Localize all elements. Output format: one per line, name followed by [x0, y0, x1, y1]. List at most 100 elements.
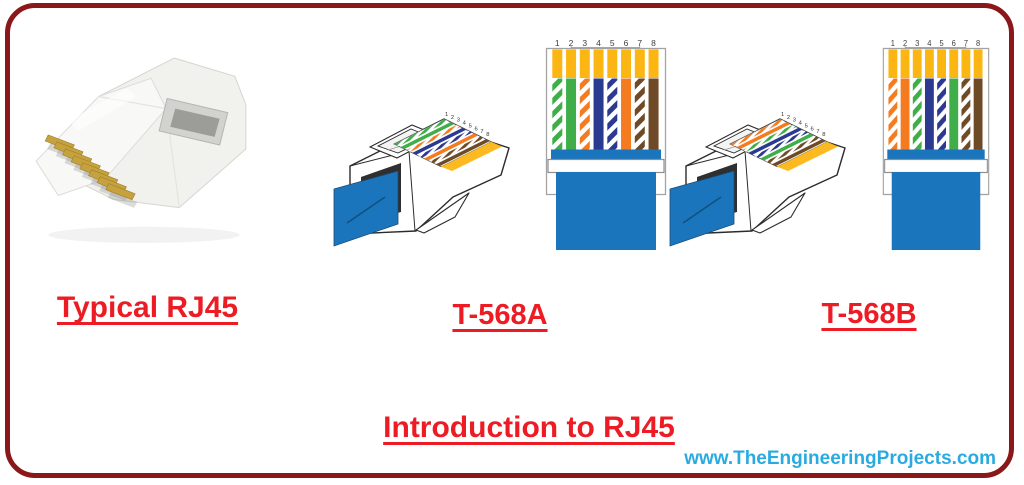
svg-text:7: 7 [480, 129, 483, 135]
svg-text:7: 7 [637, 38, 642, 48]
wire-5 [607, 78, 618, 150]
t568b-label: T-568B [821, 298, 917, 330]
wire-1 [552, 78, 563, 150]
svg-text:6: 6 [952, 39, 957, 49]
shadow [48, 226, 240, 243]
wires [888, 78, 983, 150]
wire-2 [566, 78, 577, 150]
wire-6 [621, 78, 632, 150]
svg-text:5: 5 [469, 123, 472, 129]
cable-jacket-top [551, 149, 661, 161]
svg-text:3: 3 [582, 38, 587, 48]
svg-text:1: 1 [445, 112, 448, 118]
wire-4 [593, 78, 604, 150]
wire-5 [754, 130, 809, 158]
wire-6 [424, 133, 478, 161]
wire-1 [730, 119, 785, 147]
svg-text:5: 5 [805, 123, 808, 129]
svg-text:1: 1 [891, 39, 896, 49]
wire-8 [648, 78, 659, 150]
svg-text:1: 1 [555, 38, 560, 48]
cable [556, 172, 656, 250]
typical-rj45-photo [28, 48, 260, 250]
latch-tab [415, 192, 470, 234]
gold-contacts [777, 141, 838, 171]
cable [669, 170, 735, 247]
svg-text:4: 4 [463, 121, 467, 127]
wire-2 [400, 122, 455, 150]
gold-pins [552, 49, 659, 78]
svg-text:2: 2 [569, 38, 574, 48]
svg-text:4: 4 [927, 39, 932, 49]
pin-bracket [570, 45, 641, 48]
svg-text:3: 3 [793, 118, 796, 124]
page-title: Introduction to RJ45 [383, 411, 675, 444]
watermark-url: www.TheEngineeringProjects.com [684, 448, 996, 469]
wire-4 [748, 127, 803, 155]
svg-text:3: 3 [457, 118, 460, 124]
typical-rj45-label: Typical RJ45 [56, 291, 239, 324]
wires [730, 119, 826, 167]
wire-4 [412, 127, 467, 155]
rj45-photo-svg [35, 57, 247, 243]
svg-text:4: 4 [596, 38, 601, 48]
svg-text:5: 5 [939, 39, 944, 49]
svg-text:7: 7 [964, 39, 969, 49]
svg-text:6: 6 [810, 126, 813, 132]
wire-8 [435, 139, 490, 167]
wire-8 [973, 78, 983, 150]
svg-text:8: 8 [651, 38, 656, 48]
wire-3 [579, 78, 590, 150]
svg-text:4: 4 [799, 121, 803, 127]
wire-3 [912, 78, 922, 150]
svg-text:2: 2 [787, 115, 790, 121]
svg-text:2: 2 [451, 115, 454, 121]
t568a-label: T-568A [452, 299, 548, 331]
wire-7 [634, 78, 645, 150]
pin-bracket [904, 45, 967, 48]
cable [333, 170, 399, 247]
wire-8 [771, 139, 826, 167]
svg-text:2: 2 [903, 39, 908, 49]
wire-1 [394, 119, 449, 147]
gold-pins [44, 134, 138, 208]
wire-4 [924, 78, 934, 150]
gold-pins [888, 49, 983, 78]
svg-text:8: 8 [822, 132, 825, 138]
svg-text:8: 8 [976, 39, 981, 49]
wire-7 [766, 136, 820, 164]
wire-6 [760, 133, 814, 161]
wire-2 [736, 122, 791, 150]
cable [891, 172, 981, 250]
gold-contacts [441, 141, 502, 171]
wire-6 [949, 78, 959, 150]
wire-3 [742, 125, 797, 152]
wire-5 [418, 130, 473, 158]
svg-text:5: 5 [610, 38, 615, 48]
wire-3 [406, 125, 461, 152]
svg-text:1: 1 [781, 112, 784, 118]
svg-text:3: 3 [915, 39, 920, 49]
latch-tab [751, 192, 806, 234]
strain-relief-bar [547, 158, 665, 174]
svg-text:8: 8 [486, 132, 489, 138]
wire-5 [937, 78, 947, 150]
wire-2 [900, 78, 910, 150]
wire-7 [430, 136, 484, 164]
svg-text:7: 7 [816, 129, 819, 135]
strain-relief-bar [884, 158, 988, 174]
wires [552, 78, 659, 150]
svg-text:6: 6 [624, 38, 629, 48]
wire-1 [888, 78, 898, 150]
